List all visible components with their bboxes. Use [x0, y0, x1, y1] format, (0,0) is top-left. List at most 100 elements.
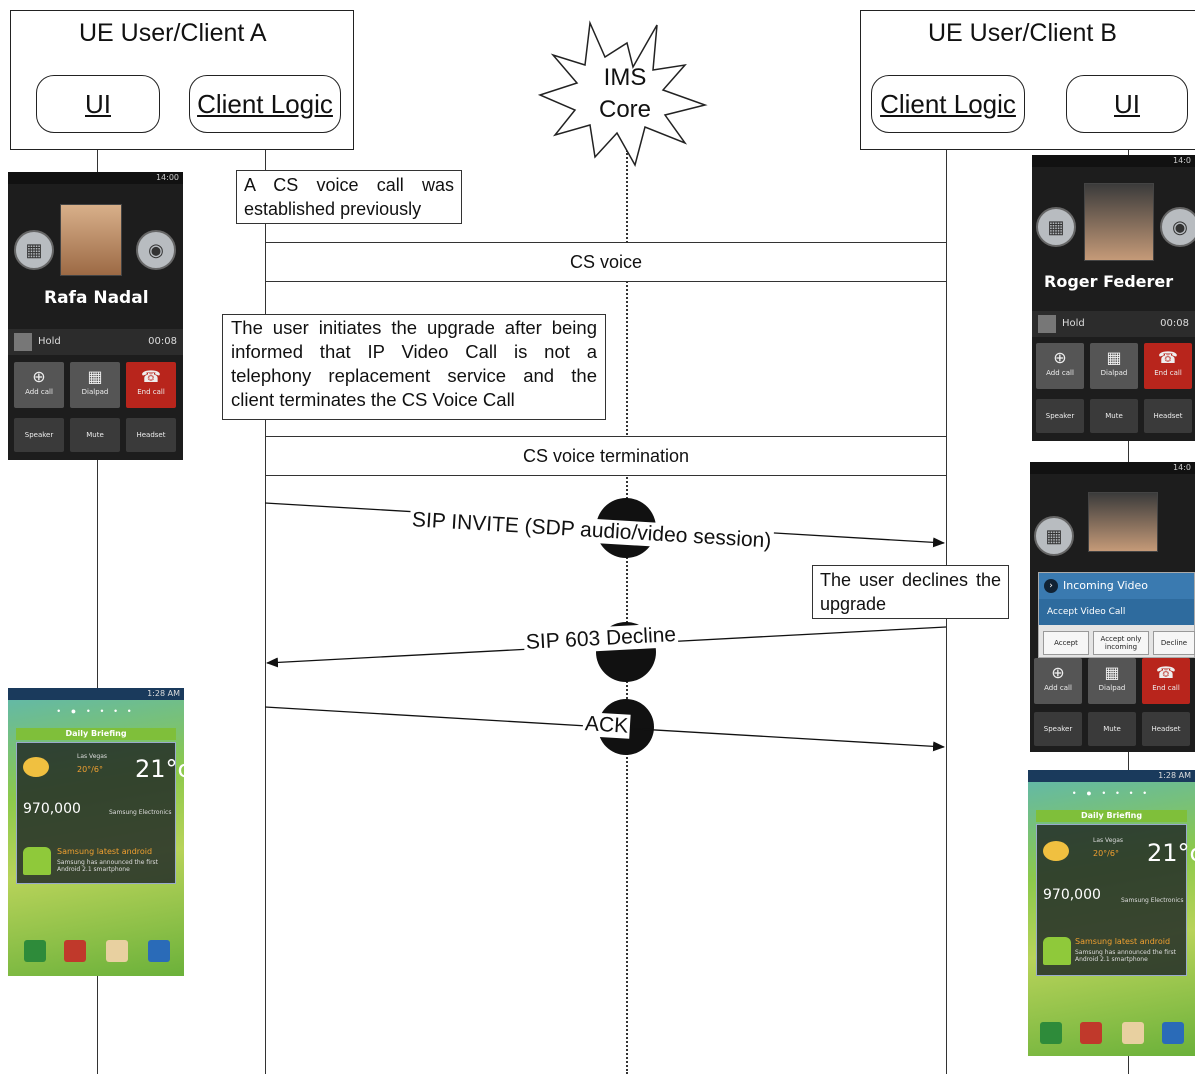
dialpad-button[interactable]: ▦Dialpad [1088, 658, 1136, 704]
client-a-client-logic: Client Logic [189, 75, 341, 133]
phone-b-incoming-video-screen: 14:0 ▦ › Incoming Video Accept Video Cal… [1030, 462, 1195, 752]
keypad-icon: ▦ [1034, 516, 1074, 556]
headset-button[interactable]: Headset [1144, 399, 1192, 433]
avatar [1084, 183, 1154, 261]
messaging-icon[interactable] [106, 940, 128, 962]
ims-core-starburst [537, 20, 708, 167]
briefing-card: Las Vegas 20°/6° 21°c 970,000 Samsung El… [1036, 824, 1195, 976]
phone-a-status-bar: 14:00 [8, 172, 183, 184]
briefing-card: Las Vegas 20°/6° 21°c 970,000 Samsung El… [16, 742, 184, 884]
speaker-button[interactable]: Speaker [1034, 712, 1082, 746]
end-call-icon: ☎ [1156, 663, 1176, 682]
home-b-city: Las Vegas [1093, 837, 1123, 844]
client-b-box: UE User/Client B Client Logic UI [860, 10, 1195, 150]
phone-a-home-status: 1:28 AM [8, 688, 184, 700]
home-b-stock-label: Samsung Electronics [1121, 897, 1184, 904]
weather-icon [1043, 841, 1069, 861]
phone-a-home-screen: 1:28 AM • ● • • • • Daily Briefing Las V… [8, 688, 184, 976]
briefing-header: Daily Briefing [16, 728, 176, 740]
page-indicator: • ● • • • • [57, 706, 135, 716]
add-call-button[interactable]: ⊕Add call [1036, 343, 1084, 389]
end-call-icon: ☎ [141, 367, 161, 386]
home-a-stock: 970,000 [23, 801, 81, 817]
avatar [60, 204, 122, 276]
client-a-title: UE User/Client A [79, 19, 267, 47]
incoming-video-dialog: › Incoming Video Accept Video Call Accep… [1038, 572, 1195, 658]
client-b-client-logic: Client Logic [871, 75, 1025, 133]
briefing-header: Daily Briefing [1036, 810, 1187, 822]
home-a-city: Las Vegas [77, 753, 107, 760]
lifeline-a-ui [97, 132, 98, 1074]
android-icon [23, 847, 51, 875]
apps-grid-icon[interactable] [148, 940, 170, 962]
speaker-button[interactable]: Speaker [14, 418, 64, 452]
contacts-icon[interactable] [1080, 1022, 1102, 1044]
page-indicator: • ● • • • • [1072, 788, 1151, 798]
mute-button[interactable]: Mute [70, 418, 120, 452]
end-call-button[interactable]: ☎End call [1144, 343, 1192, 389]
note-user-declines: The user declines the upgrade [812, 565, 1009, 619]
mute-button[interactable]: Mute [1090, 399, 1138, 433]
decline-button[interactable]: Decline [1153, 631, 1195, 655]
keypad-icon: ▦ [1106, 348, 1122, 367]
apps-grid-icon[interactable] [1162, 1022, 1184, 1044]
home-a-news-body: Samsung has announced the first Android … [57, 859, 159, 873]
add-icon: ⊕ [1051, 663, 1065, 682]
phone-a-caller-name: Rafa Nadal [44, 288, 149, 308]
end-call-button[interactable]: ☎End call [126, 362, 176, 408]
headset-button[interactable]: Headset [1142, 712, 1190, 746]
client-a-box: UE User/Client A UI Client Logic [10, 10, 354, 150]
bar-cs-voice-termination: CS voice termination [265, 436, 947, 476]
add-icon: ⊕ [32, 367, 46, 386]
messaging-icon[interactable] [1122, 1022, 1144, 1044]
headset-button[interactable]: Headset [126, 418, 176, 452]
pause-icon [1038, 315, 1056, 333]
eye-icon: ◉ [1160, 207, 1195, 247]
home-a-temp: 21°c [135, 755, 184, 783]
home-a-range: 20°/6° [77, 765, 103, 774]
keypad-icon: ▦ [1036, 207, 1076, 247]
accept-video-call-text: Accept Video Call [1039, 599, 1194, 625]
phone-a-call-screen: 14:00 ▦ ◉ Rafa Nadal Hold 00:08 ⊕Add cal… [8, 172, 183, 460]
phone-a-hold-label[interactable]: Hold [38, 336, 61, 347]
add-call-button[interactable]: ⊕Add call [1034, 658, 1082, 704]
client-a-ui: UI [36, 75, 160, 133]
avatar [1088, 492, 1158, 552]
home-b-news-head: Samsung latest android [1075, 937, 1171, 946]
note-call-established: A CS voice call was established previous… [236, 170, 462, 224]
home-b-stock: 970,000 [1043, 887, 1101, 903]
chevron-right-icon: › [1044, 579, 1058, 593]
add-icon: ⊕ [1053, 348, 1067, 367]
client-b-ui: UI [1066, 75, 1188, 133]
lifeline-ims-core [626, 150, 628, 1074]
phone-b-hold-label[interactable]: Hold [1062, 318, 1085, 329]
contacts-icon[interactable] [64, 940, 86, 962]
home-b-temp: 21°c [1147, 839, 1195, 867]
dialpad-button[interactable]: ▦Dialpad [1090, 343, 1138, 389]
end-call-button[interactable]: ☎End call [1142, 658, 1190, 704]
phone-icon[interactable] [24, 940, 46, 962]
speaker-button[interactable]: Speaker [1036, 399, 1084, 433]
note-user-initiates-upgrade: The user initiates the upgrade after bei… [222, 314, 606, 420]
dialpad-button[interactable]: ▦Dialpad [70, 362, 120, 408]
phone-a-call-timer: 00:08 [148, 336, 177, 347]
msg-ack: ACK [582, 712, 631, 739]
phone-a-hold-row: Hold 00:08 [8, 329, 183, 355]
phone-b-status-bar: 14:0 [1032, 155, 1195, 167]
home-b-range: 20°/6° [1093, 849, 1119, 858]
phone-icon[interactable] [1040, 1022, 1062, 1044]
keypad-icon: ▦ [14, 230, 54, 270]
home-b-news-body: Samsung has announced the first Android … [1075, 949, 1177, 963]
pause-icon [14, 333, 32, 351]
phone-b-status-bar-2: 14:0 [1030, 462, 1195, 474]
phone-b-caller-name: Roger Federer [1044, 272, 1174, 291]
android-icon [1043, 937, 1071, 965]
phone-b-home-status: 1:28 AM [1028, 770, 1195, 782]
add-call-button[interactable]: ⊕Add call [14, 362, 64, 408]
phone-b-hold-row: Hold 00:08 [1032, 311, 1195, 337]
phone-b-call-screen: 14:0 ▦ ◉ Roger Federer Hold 00:08 ⊕Add c… [1032, 155, 1195, 441]
accept-only-incoming-button[interactable]: Accept only incoming [1093, 631, 1149, 655]
keypad-icon: ▦ [1104, 663, 1120, 682]
accept-button[interactable]: Accept [1043, 631, 1089, 655]
mute-button[interactable]: Mute [1088, 712, 1136, 746]
